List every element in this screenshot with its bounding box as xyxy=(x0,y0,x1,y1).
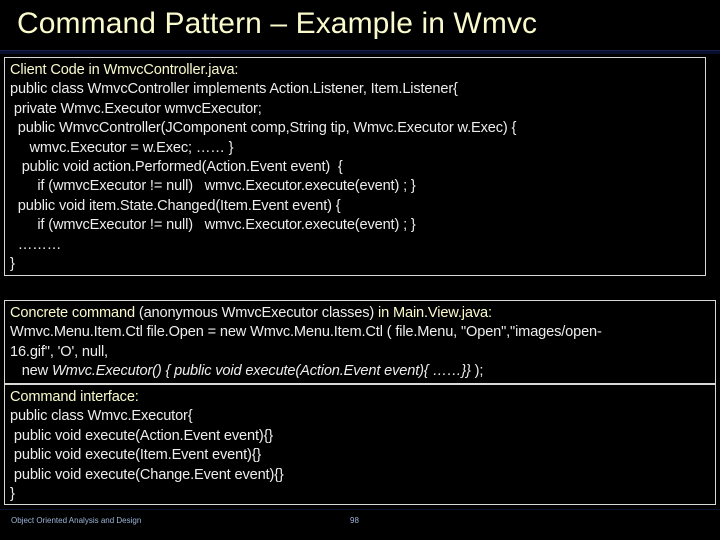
title-divider xyxy=(0,50,720,54)
client-code-box: Client Code in WmvcController.java: publ… xyxy=(4,57,706,276)
code-line: if (wmvcExecutor != null) wmvc.Executor.… xyxy=(10,217,416,234)
command-interface-heading: Command interface: xyxy=(10,389,139,405)
slide-title-bar: Command Pattern – Example in Wmvc xyxy=(0,0,720,49)
code-line: ……… xyxy=(10,236,62,253)
page-title: Command Pattern – Example in Wmvc xyxy=(17,7,538,40)
concrete-heading-file: in Main.View.java: xyxy=(374,305,492,321)
code-line: } xyxy=(10,256,15,273)
code-line: public void execute(Change.Event event){… xyxy=(10,466,284,483)
code-line: wmvc.Executor = w.Exec; …… } xyxy=(10,139,234,156)
client-code-lines: Client Code in WmvcController.java: publ… xyxy=(5,58,705,274)
code-line: if (wmvcExecutor != null) wmvc.Executor.… xyxy=(10,178,416,195)
code-line: public class Wmvc.Executor{ xyxy=(10,408,193,425)
footer-page-number: 98 xyxy=(350,516,359,525)
footer-course-label: Object Oriented Analysis and Design xyxy=(11,516,142,525)
concrete-heading-note: (anonymous WmvcExecutor classes) xyxy=(138,305,375,321)
concrete-command-box: Concrete command (anonymous WmvcExecutor… xyxy=(4,300,716,384)
code-line: Wmvc.Menu.Item.Ctl file.Open = new Wmvc.… xyxy=(10,324,602,341)
code-line: public void item.State.Changed(Item.Even… xyxy=(10,197,341,214)
code-line-anonymous-class: new Wmvc.Executor() { public void execut… xyxy=(5,362,715,381)
command-interface-lines: Command interface: public class Wmvc.Exe… xyxy=(5,385,715,504)
command-interface-box: Command interface: public class Wmvc.Exe… xyxy=(4,384,716,505)
code-line: public void execute(Action.Event event){… xyxy=(10,427,274,444)
code-line: } xyxy=(10,486,15,503)
concrete-command-lines: Concrete command (anonymous WmvcExecutor… xyxy=(5,301,715,382)
anonymous-class-suffix: ); xyxy=(470,363,484,380)
anonymous-class-prefix: new xyxy=(10,363,52,380)
concrete-command-heading: Concrete command (anonymous WmvcExecutor… xyxy=(5,304,715,323)
concrete-heading-label: Concrete command xyxy=(10,305,139,321)
slide-footer: Object Oriented Analysis and Design 98 xyxy=(0,509,720,540)
anonymous-class-body: Wmvc.Executor() { public void execute(Ac… xyxy=(51,363,471,380)
code-line: public class WmvcController implements A… xyxy=(10,81,458,98)
footer-divider xyxy=(0,509,720,510)
code-line: public void action.Performed(Action.Even… xyxy=(10,159,343,176)
code-line: public void execute(Item.Event event){} xyxy=(10,447,262,464)
code-line: 16.gif", 'O', null, xyxy=(10,343,108,360)
code-line: public WmvcController(JComponent comp,St… xyxy=(10,120,517,137)
code-line: private Wmvc.Executor wmvcExecutor; xyxy=(10,100,262,117)
client-code-heading: Client Code in WmvcController.java: xyxy=(10,62,239,78)
